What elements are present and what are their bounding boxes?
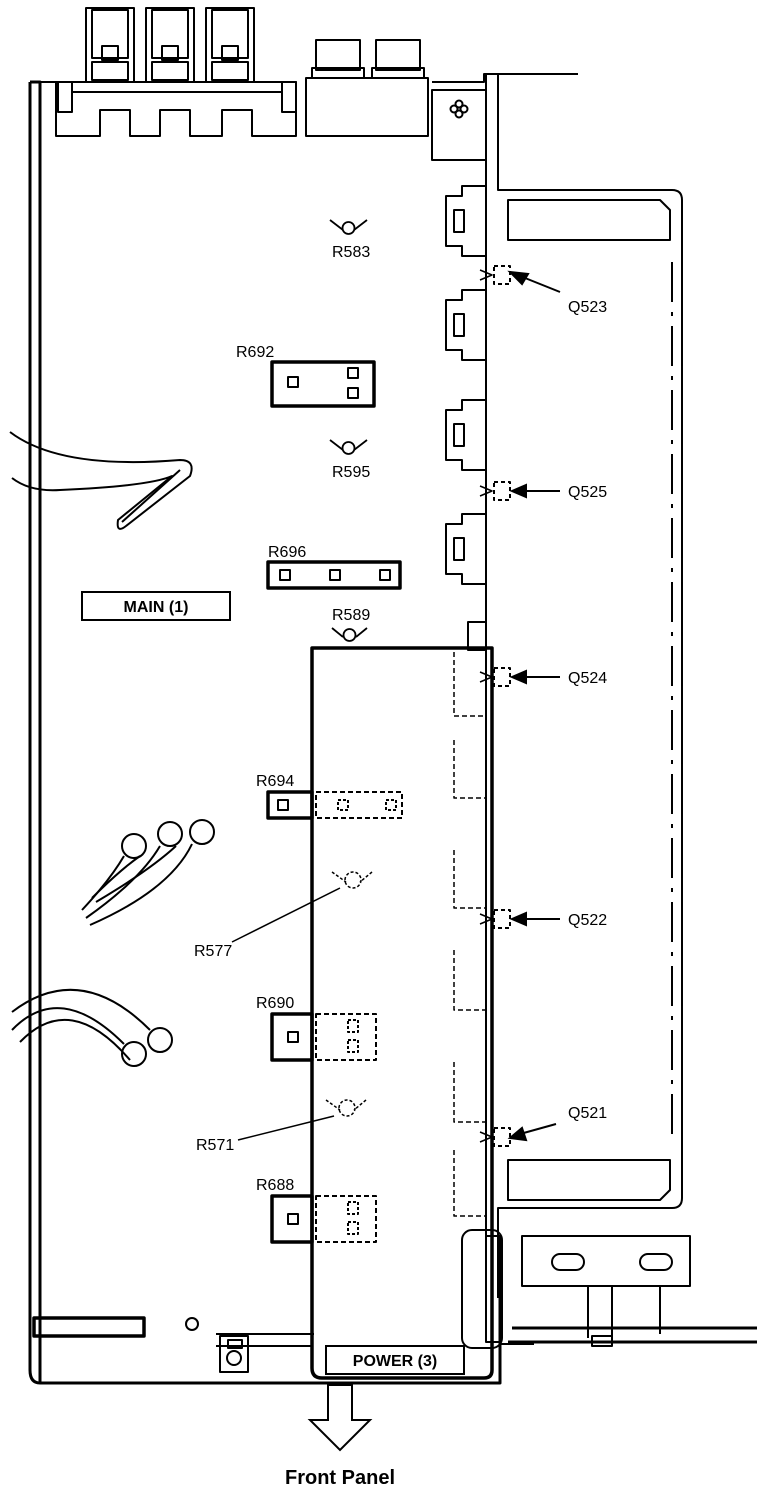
resistor-r571-symbol [325, 1099, 367, 1117]
label-r589: R589 [332, 607, 370, 624]
r690-trimmer [270, 1012, 377, 1062]
label-r571: R571 [196, 1137, 234, 1154]
label-q523: Q523 [568, 299, 607, 316]
ribbon-cable [9, 431, 193, 530]
resistor-r583-symbol [329, 219, 368, 235]
r692-trimmer [270, 360, 376, 408]
latch-2 [145, 7, 195, 83]
label-q524: Q524 [568, 670, 607, 687]
wire-loops-upper [81, 819, 215, 926]
bottom-screw-block [219, 1335, 249, 1373]
bottom-rail [216, 1333, 314, 1347]
main-board-outline [28, 80, 502, 1385]
label-r583: R583 [332, 244, 370, 261]
label-r577: R577 [194, 943, 232, 960]
front-panel-caption: Front Panel [285, 1467, 395, 1489]
r577-leader [231, 887, 341, 943]
label-r692: R692 [236, 344, 274, 361]
bottom-left-bar [32, 1316, 146, 1338]
top-connector-block [55, 7, 297, 137]
resistor-r595-symbol [329, 439, 368, 455]
lower-bracket [461, 1229, 757, 1349]
r694-trimmer [266, 790, 403, 820]
r696-trimmer [266, 560, 402, 590]
power-board-label: POWER (3) [353, 1353, 437, 1370]
resistor-r577-symbol [331, 871, 373, 889]
label-r688: R688 [256, 1177, 294, 1194]
main-label-box [81, 591, 231, 621]
power-board-outline [310, 646, 494, 1380]
latch-3 [205, 7, 255, 83]
label-q522: Q522 [568, 912, 607, 929]
label-r696: R696 [268, 544, 306, 561]
label-q521: Q521 [568, 1105, 607, 1122]
label-r595: R595 [332, 464, 370, 481]
resistor-r589-symbol [331, 627, 368, 642]
mounting-hole [185, 1317, 199, 1331]
wire-loops-lower [11, 988, 173, 1067]
r688-trimmer [270, 1194, 377, 1244]
main-board-label: MAIN (1) [124, 599, 189, 616]
power-transistors-dashed [453, 652, 487, 1217]
down-arrow-icon [307, 1384, 373, 1452]
latch-1 [85, 7, 135, 83]
power-label-box [325, 1345, 465, 1375]
label-r690: R690 [256, 995, 294, 1012]
rail-transistors [445, 185, 487, 651]
heatsink-rail [431, 73, 683, 1298]
label-q525: Q525 [568, 484, 607, 501]
rca-connectors [305, 39, 429, 137]
clover-icon [449, 99, 469, 119]
r571-leader [237, 1115, 335, 1141]
label-r694: R694 [256, 773, 294, 790]
q-arrows [507, 270, 561, 1142]
q-markers [493, 265, 511, 1147]
